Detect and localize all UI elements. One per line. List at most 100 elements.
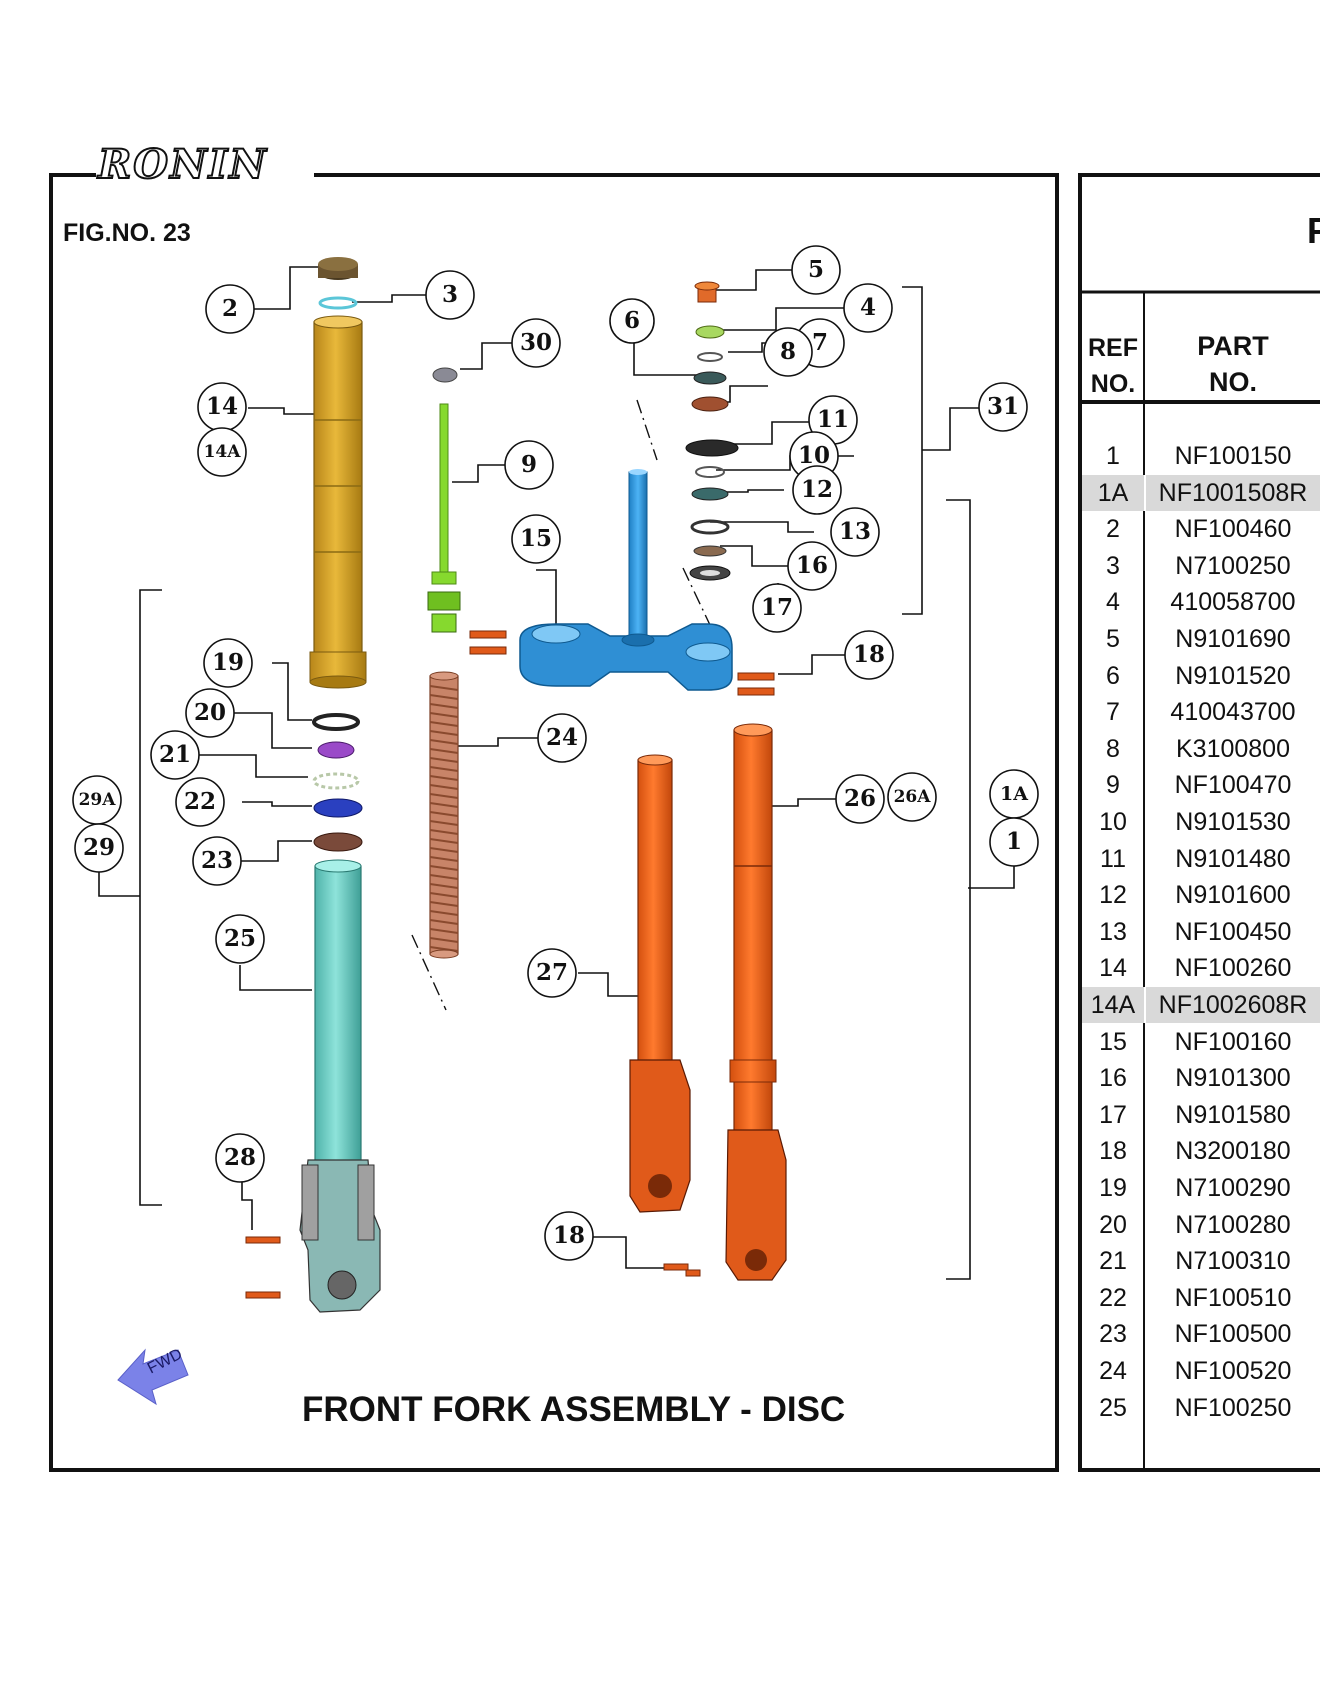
callout-circle <box>203 638 253 688</box>
callout-circle <box>197 427 247 477</box>
table-cell-part: N9101690 <box>1175 625 1291 653</box>
table-cell-part: N9101300 <box>1175 1064 1291 1092</box>
table-cell-part: NF100470 <box>1174 771 1292 799</box>
callout-label: 20 <box>193 699 226 726</box>
table-cell-ref: 23 <box>1099 1320 1127 1348</box>
spring-coil <box>429 703 459 709</box>
callout-label: 29 <box>82 834 115 861</box>
ronin-logo: RONIN <box>97 141 268 188</box>
spring-coil <box>429 937 459 943</box>
callout-label: 10 <box>797 442 830 469</box>
table-cell-part: NF1001508R <box>1158 479 1308 507</box>
table-cell-part: N3200180 <box>1175 1137 1291 1165</box>
table-cell-ref: 13 <box>1099 918 1127 946</box>
small-bolt-part-18 <box>663 1263 701 1277</box>
spring-coil <box>429 811 459 817</box>
part-header-line2: NO. <box>1208 367 1257 397</box>
damper-rod-part-9 <box>427 403 461 633</box>
table-cell-part: N9101530 <box>1175 808 1291 836</box>
triple-clamp-part-15 <box>519 469 733 691</box>
table-cell-part: NF1002608R <box>1158 991 1308 1019</box>
table-cell-ref: 17 <box>1099 1101 1127 1129</box>
spring-coil <box>429 748 459 754</box>
callout-label: 14 <box>205 393 238 420</box>
fork-cap-part-2 <box>318 257 358 280</box>
table-cell-ref: 21 <box>1099 1247 1127 1275</box>
callout-circle <box>787 541 837 591</box>
callout-circle <box>752 583 802 633</box>
callout-label: 7 <box>811 329 828 356</box>
callout-circle <box>978 382 1028 432</box>
callout-label: 25 <box>223 925 256 952</box>
callout-label: 16 <box>795 552 828 579</box>
callout-circle <box>792 465 842 515</box>
spring-coil <box>429 883 459 889</box>
part-no-header: PART NO. <box>1146 328 1320 400</box>
callout-label: 22 <box>183 788 216 815</box>
callout-circle <box>175 777 225 827</box>
pinch-bolts <box>469 630 775 696</box>
table-cell-ref: 5 <box>1106 625 1120 653</box>
o-ring-part-3 <box>318 296 358 310</box>
table-cell-ref: 19 <box>1099 1174 1127 1202</box>
table-title-clipped: F <box>1307 210 1320 251</box>
upper-fork-tube-part-14 <box>309 315 367 689</box>
callout-circle <box>887 772 937 822</box>
table-cell-part: N9101600 <box>1175 881 1291 909</box>
fork-seals <box>312 713 363 852</box>
spring-coil <box>429 901 459 907</box>
callout-circles <box>72 245 1039 1261</box>
callout-label: 5 <box>807 256 824 283</box>
table-cell-ref: 12 <box>1099 881 1127 909</box>
table-cell-part: N7100250 <box>1175 552 1291 580</box>
highlight-separator <box>1144 987 1146 1023</box>
callout-label: 9 <box>520 451 537 478</box>
callout-label: 19 <box>211 649 244 676</box>
callout-label: 24 <box>545 724 578 751</box>
leader-lines <box>98 266 1015 1269</box>
table-cell-part: NF100450 <box>1174 918 1292 946</box>
callout-label: 8 <box>779 338 796 365</box>
table-cell-ref: 2 <box>1106 515 1120 543</box>
table-cell-part: NF100520 <box>1174 1357 1292 1385</box>
callout-circle <box>763 327 813 377</box>
table-cell-part: N9101520 <box>1175 662 1291 690</box>
fork-leg-part-26 <box>725 723 787 1281</box>
table-cell-ref: 3 <box>1106 552 1120 580</box>
table-cell-ref: 20 <box>1099 1211 1127 1239</box>
table-cell-ref: 16 <box>1099 1064 1127 1092</box>
table-cell-ref: 8 <box>1106 735 1120 763</box>
callout-label: 18 <box>552 1222 585 1249</box>
callout-circle <box>185 688 235 738</box>
table-cell-ref: 7 <box>1106 698 1120 726</box>
callout-label: 30 <box>519 329 552 356</box>
center-lines <box>411 399 711 1011</box>
table-cell-part: N7100310 <box>1175 1247 1291 1275</box>
table-cell-part: NF100500 <box>1174 1320 1292 1348</box>
spring-coil <box>429 784 459 790</box>
table-cell-ref: 14A <box>1090 991 1136 1019</box>
spring-coil <box>429 865 459 871</box>
table-frame <box>1078 173 1320 1472</box>
table-cell-part: NF100260 <box>1174 954 1292 982</box>
brackets <box>139 286 980 1280</box>
spring-coil <box>429 910 459 916</box>
callout-circle <box>527 948 577 998</box>
spring-coil <box>429 928 459 934</box>
steering-stack <box>685 281 739 581</box>
callout-label: 26A <box>893 787 931 807</box>
spring-coil <box>429 721 459 727</box>
spring-coil <box>429 829 459 835</box>
table-cell-ref: 18 <box>1099 1137 1127 1165</box>
callout-label: 23 <box>200 847 233 874</box>
callout-label: 2 <box>221 295 238 322</box>
table-cell-part: N9101580 <box>1175 1101 1291 1129</box>
spring-coil <box>429 793 459 799</box>
spring-coil <box>429 892 459 898</box>
callout-circle <box>830 507 880 557</box>
table-cell-part: 410058700 <box>1170 588 1296 616</box>
callout-label: 27 <box>535 959 568 986</box>
spring-coil <box>429 757 459 763</box>
